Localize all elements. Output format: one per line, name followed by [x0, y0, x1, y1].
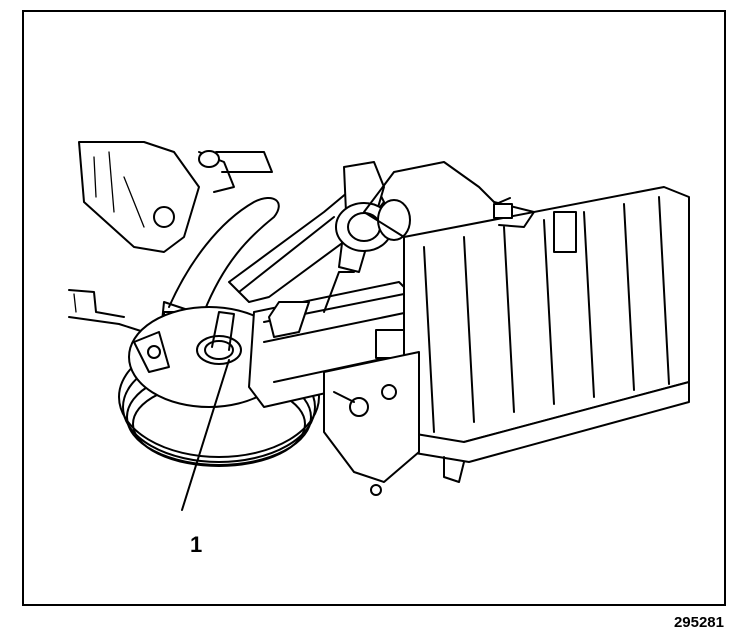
callout-1-label: 1: [190, 532, 203, 557]
figure-id: 295281: [673, 614, 724, 631]
lever-arm: [228, 161, 411, 303]
left-stub: [68, 289, 145, 333]
component-illustration: [68, 141, 690, 511]
finned-housing: [363, 161, 690, 483]
top-bolt: [493, 197, 513, 219]
check-valve-grommet: [196, 311, 242, 365]
lower-bracket: [323, 351, 420, 496]
illustration-frame: 1: [22, 10, 726, 606]
callout-1-leader: [181, 359, 230, 511]
engine-bracket: [78, 141, 273, 253]
